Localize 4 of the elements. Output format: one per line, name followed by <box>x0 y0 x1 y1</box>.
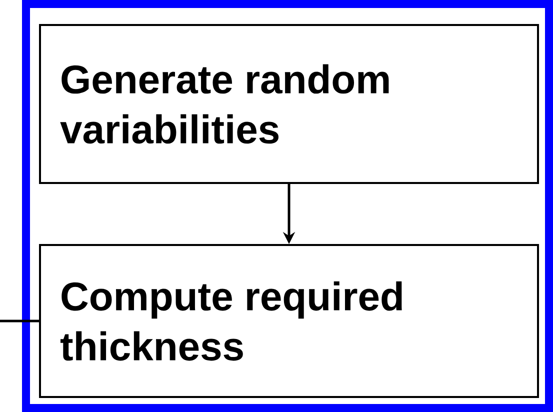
process-box: Compute required thickness <box>39 244 539 398</box>
group-frame <box>22 0 553 412</box>
connector-line <box>0 320 39 322</box>
process-box: Generate random variabilities <box>39 24 539 184</box>
